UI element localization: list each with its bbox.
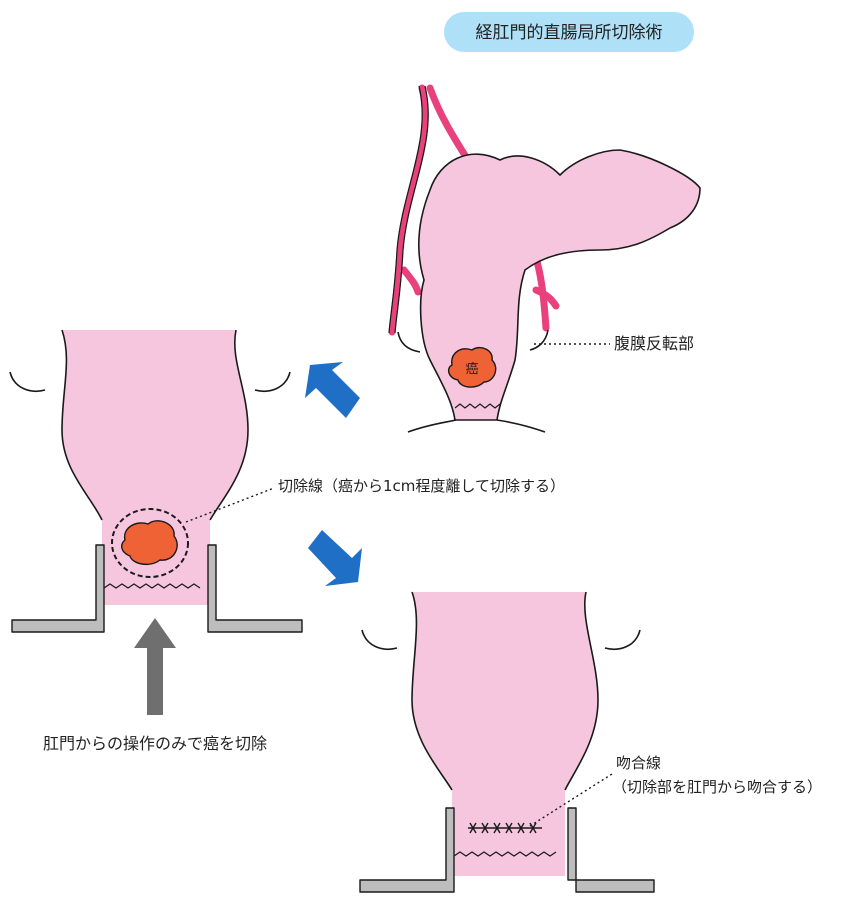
anastomosis-note-label: （切除部を肛門から吻合する） <box>612 778 822 796</box>
peritoneal-curve-right-b <box>604 629 641 650</box>
pelvic-floor-right <box>496 419 546 433</box>
gray-up-arrow-icon <box>134 618 176 715</box>
anal-zigzag <box>454 403 501 409</box>
anastomosis-leader <box>529 773 613 827</box>
suture-line <box>468 822 542 834</box>
anastomosis-line-label: 吻合線 <box>616 754 661 772</box>
cancer-mass-left <box>121 520 178 566</box>
peritoneal-reflection-right <box>529 329 549 351</box>
resection-margin-circle <box>111 508 189 578</box>
retractor-left-b <box>207 544 303 633</box>
peritoneal-curve-left-b <box>254 371 291 392</box>
rectum-overview: 癌 腹膜反転部 <box>388 84 701 433</box>
title-text: 経肛門的直腸局所切除術 <box>476 23 663 43</box>
title-badge: 経肛門的直腸局所切除術 <box>444 12 694 52</box>
resection-leader <box>185 487 275 523</box>
cancer-mass-overview <box>447 346 497 388</box>
resection-line-label: 切除線（癌から1cm程度離して切除する） <box>278 477 565 495</box>
cancer-label-overview: 癌 <box>465 361 478 377</box>
retractor-left-a <box>11 544 105 633</box>
blue-arrow-left-icon <box>305 362 360 418</box>
left-panel-resection: 切除線（癌から1cm程度離して切除する） 肛門からの操作のみで癌を切除 <box>9 329 565 753</box>
peritoneal-curve-right-a <box>361 629 398 650</box>
blue-arrow-right-icon <box>308 530 362 586</box>
zigzag-left <box>103 583 201 589</box>
rectum-body-right <box>412 592 598 876</box>
transanal-label: 肛門からの操作のみで癌を切除 <box>43 734 267 753</box>
peritoneal-reflection-label: 腹膜反転部 <box>614 334 694 353</box>
zigzag-right <box>453 851 557 857</box>
retractor-right-a <box>359 807 455 893</box>
pelvic-floor-left <box>407 419 457 433</box>
retractor-right-b <box>567 807 655 893</box>
peritoneal-curve-left-a <box>9 371 46 392</box>
rectum-body-left <box>62 330 248 605</box>
peritoneal-reflection-left <box>397 331 421 353</box>
right-panel-anastomosis: 吻合線 （切除部を肛門から吻合する） <box>359 591 822 893</box>
